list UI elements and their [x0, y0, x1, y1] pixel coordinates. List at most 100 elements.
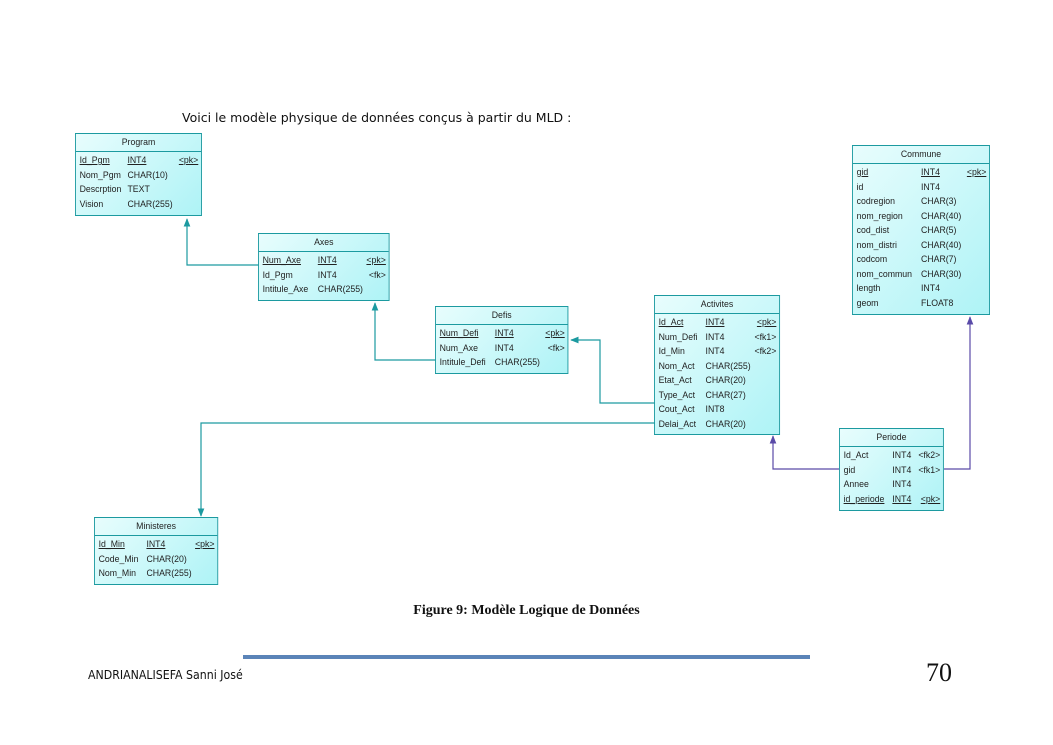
entity-title: Axes	[258, 234, 389, 252]
column-name: Code_Min	[98, 553, 139, 565]
column-type: INT4	[127, 155, 147, 166]
column-type: CHAR(255)	[146, 568, 192, 579]
column-type: INT4	[317, 269, 337, 281]
column-type: INT4	[317, 255, 337, 266]
column-row: geom FLOAT8	[857, 297, 987, 312]
column-key: <fk1>	[918, 464, 941, 476]
link-activites-defis	[570, 336, 655, 404]
column-key: <pk>	[545, 328, 565, 339]
column-key: <fk>	[547, 342, 565, 354]
column-type: INT4	[146, 539, 166, 550]
column-type: INT4	[892, 464, 912, 476]
entity-title: Activites	[654, 296, 780, 314]
column-key: <pk>	[178, 155, 199, 166]
column-key: <fk2>	[754, 346, 777, 357]
column-type: INT4	[892, 479, 912, 490]
column-type: INT4	[892, 450, 912, 461]
column-key: <fk2>	[918, 450, 941, 461]
page-number: 70	[926, 658, 952, 687]
column-type: CHAR(255)	[127, 198, 173, 210]
column-type: INT4	[705, 317, 725, 328]
link-periode-activites	[769, 435, 839, 470]
column-type: CHAR(20)	[705, 418, 746, 430]
column-name: Nom_Pgm	[79, 169, 121, 181]
link-activites-ministeres	[197, 422, 655, 517]
column-name: Id_Act	[843, 450, 869, 461]
column-type: INT4	[494, 328, 514, 339]
column-key: <pk>	[366, 255, 386, 266]
column-name: Vision	[79, 198, 104, 210]
entity-title: Defis	[435, 307, 568, 325]
column-type: CHAR(40)	[921, 239, 962, 251]
column-type: INT4	[494, 342, 514, 354]
entity-title: Periode	[839, 429, 943, 447]
column-row: Id_Pgm INT4 <pk>	[80, 154, 199, 169]
column-name: Id_Min	[658, 346, 685, 357]
column-row: Nom_Min CHAR(255)	[99, 567, 215, 582]
column-name: Nom_Min	[98, 568, 137, 579]
column-row: Intitule_Axe CHAR(255)	[263, 283, 386, 298]
entity-title: Program	[75, 134, 202, 152]
column-name: Intitule_Axe	[262, 284, 309, 295]
column-name: id_periode	[843, 493, 885, 505]
column-row: Delai_Act CHAR(20)	[659, 418, 777, 433]
column-name: length	[856, 283, 881, 294]
column-row: Id_Act INT4 <fk2>	[844, 449, 941, 464]
column-name: Id_Pgm	[262, 269, 293, 281]
column-row: Vision CHAR(255)	[80, 198, 199, 213]
column-type: INT4	[892, 493, 912, 505]
column-type: CHAR(255)	[317, 284, 363, 295]
column-name: geom	[856, 297, 879, 309]
column-name: Intitule_Defi	[439, 357, 486, 368]
column-type: INT4	[921, 167, 940, 178]
column-key: <pk>	[195, 539, 215, 550]
column-key: <pk>	[756, 317, 777, 328]
column-row: Id_Act INT4 <pk>	[659, 316, 777, 331]
column-name: Nom_Act	[658, 360, 695, 372]
column-name: Delai_Act	[658, 418, 697, 430]
column-type: CHAR(5)	[921, 225, 957, 236]
column-type: CHAR(20)	[705, 375, 746, 386]
column-row: nom_distri CHAR(40)	[857, 239, 987, 254]
column-type: FLOAT8	[921, 297, 954, 309]
column-type: INT4	[921, 283, 940, 294]
column-name: Id_Pgm	[79, 155, 110, 166]
column-type: CHAR(7)	[921, 254, 957, 265]
column-name: nom_region	[856, 210, 903, 222]
column-name: Descrption	[79, 184, 122, 195]
column-type: CHAR(255)	[705, 360, 751, 372]
column-name: nom_commun	[856, 268, 912, 280]
column-name: nom_distri	[856, 239, 897, 251]
column-name: Num_Axe	[439, 342, 478, 354]
column-name: gid	[856, 167, 869, 178]
column-type: CHAR(27)	[705, 389, 746, 401]
column-name: Cout_Act	[658, 404, 695, 415]
link-defis-axes	[371, 302, 436, 361]
column-name: Id_Act	[658, 317, 684, 328]
